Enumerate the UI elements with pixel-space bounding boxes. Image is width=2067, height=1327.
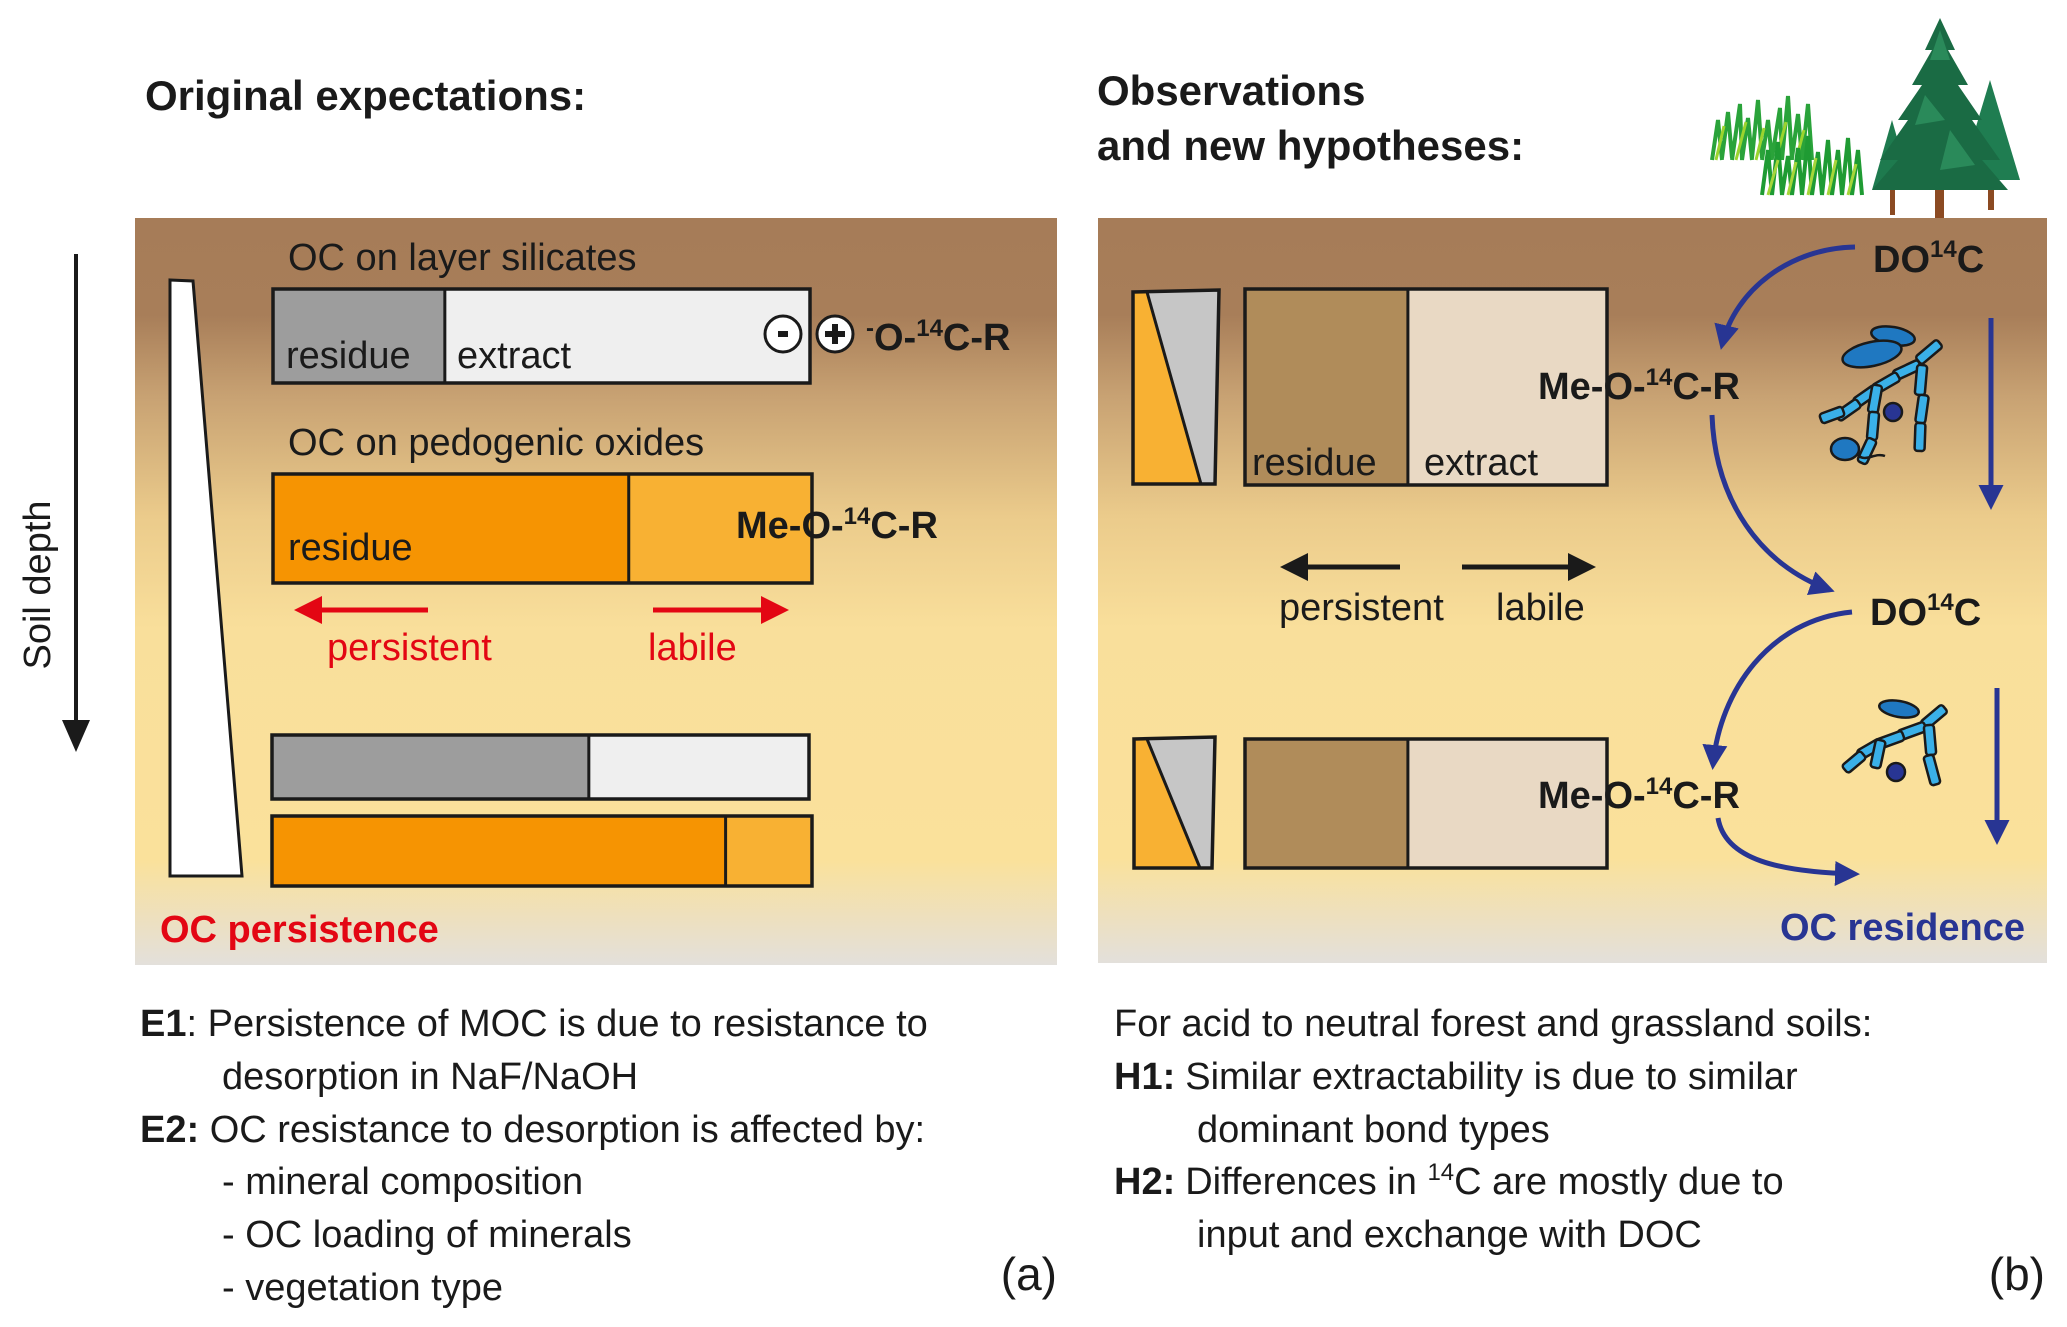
labile-arrow-b [1462, 553, 1596, 581]
grass-icon [1710, 95, 1864, 196]
oxide-bar-bottom [270, 814, 814, 888]
panel-b-title-line1: Observations [1097, 67, 1365, 114]
statement-e2-line1: E2: OC resistance to desorption is affec… [140, 1109, 925, 1151]
labile-arrow [653, 596, 789, 624]
residue-segment [272, 816, 726, 886]
extract-segment [1407, 289, 1607, 485]
arrow-left-icon [1280, 553, 1308, 581]
oc-residence-label: OC residence [1780, 907, 2025, 949]
residue-segment [272, 735, 589, 799]
extract-segment [444, 289, 810, 383]
silicate-label: OC on layer silicates [288, 237, 636, 279]
silicate-bar-top: residue extract [271, 287, 812, 385]
labile-label-b: labile [1496, 587, 1585, 629]
oc-persistence-label: OC persistence [160, 909, 439, 951]
doc-label-middle: DO14C [1870, 589, 1981, 634]
labile-label: labile [648, 627, 737, 669]
arrow-right-icon [761, 596, 789, 624]
statement-h1-line1: H1:Similar extractability is due to simi… [1114, 1056, 1798, 1098]
panel-a: Original expectations: Soil depth OC on … [17, 72, 1057, 1309]
residue-segment [1245, 739, 1408, 868]
minus-charge-icon [763, 314, 803, 354]
extract-segment [628, 474, 812, 583]
statement-e1-line2: desorption in NaF/NaOH [222, 1056, 638, 1098]
extract-segment [588, 735, 809, 799]
arrow-left-icon [294, 596, 322, 624]
plus-charge-icon [815, 314, 855, 354]
arrow-right-icon [1568, 553, 1596, 581]
panel-b-letter: (b) [1989, 1248, 2045, 1300]
silicate-bar-bottom [270, 733, 811, 801]
conifer-tree-icon [1872, 18, 2020, 218]
arrow-down-icon [62, 720, 90, 752]
persistent-arrow [294, 596, 428, 624]
panel-b-title-line2: and new hypotheses: [1097, 122, 1524, 169]
extractability-wedge-upper [1131, 288, 1221, 486]
flow-arrows [1702, 244, 2010, 886]
oxide-bond-formula: Me-O-14C-R [736, 503, 938, 547]
silicate-bond-formula: -O-14C-R [866, 315, 1010, 359]
persistence-wedge [168, 278, 244, 878]
statement-h2-line1: H2:Differences in 14C are mostly due to [1114, 1159, 1784, 1203]
statement-e2-item1: - mineral composition [222, 1161, 583, 1203]
oxide-label: OC on pedogenic oxides [288, 422, 704, 464]
residue-segment [1245, 289, 1408, 485]
flow-doc-to-sorbed-upper [1714, 244, 1856, 350]
residue-segment [273, 474, 629, 583]
microbes-icon-upper [1818, 325, 1943, 466]
panel-a-title: Original expectations: [145, 72, 586, 119]
panel-a-letter: (a) [1001, 1248, 1057, 1300]
statement-h2-line2: input and exchange with DOC [1197, 1214, 1702, 1256]
soil-depth-label: Soil depth [17, 500, 59, 669]
statement-e2-item2: - OC loading of minerals [222, 1214, 632, 1256]
doc-label-upper: DO14C [1873, 236, 1984, 281]
upper-residue-label: residue [1252, 442, 1377, 484]
extract-segment [1407, 739, 1607, 868]
silicate-extract-label: extract [457, 335, 571, 377]
statement-e2-item3: - vegetation type [222, 1267, 503, 1309]
statement-e1-line1: E1: Persistence of MOC is due to resista… [140, 1003, 928, 1045]
extract-segment [725, 816, 812, 886]
panel-b: Observations and new hypotheses: [1097, 18, 2047, 1300]
flow-doc-to-sorbed-lower [1702, 609, 1853, 770]
persistent-arrow-b [1280, 553, 1400, 581]
hypotheses-text: For acid to neutral forest and grassland… [1114, 1003, 1872, 1256]
extraction-bar-lower [1243, 737, 1609, 870]
bond-formula-upper: Me-O-14C-R [1538, 364, 1740, 408]
flow-sorbed-to-doc [1709, 414, 1835, 596]
oxide-residue-label: residue [288, 527, 413, 569]
persistent-label: persistent [327, 627, 492, 669]
expectations-text: E1: Persistence of MOC is due to resista… [140, 1003, 928, 1309]
extraction-bar-upper: residue extract [1243, 287, 1609, 487]
statement-h1-line2: dominant bond types [1197, 1109, 1550, 1151]
upper-extract-label: extract [1424, 442, 1538, 484]
hypotheses-intro: For acid to neutral forest and grassland… [1114, 1003, 1872, 1045]
oxide-bar-top: residue [271, 472, 814, 585]
flow-to-residence [1715, 817, 1860, 886]
microbes-icon-lower [1841, 699, 1948, 787]
bond-formula-lower: Me-O-14C-R [1538, 773, 1740, 817]
persistent-label-b: persistent [1279, 587, 1444, 629]
extractability-wedge-lower [1132, 735, 1217, 870]
soil-depth-axis: Soil depth [17, 254, 90, 752]
silicate-residue-label: residue [286, 335, 411, 377]
residue-segment [273, 289, 445, 383]
